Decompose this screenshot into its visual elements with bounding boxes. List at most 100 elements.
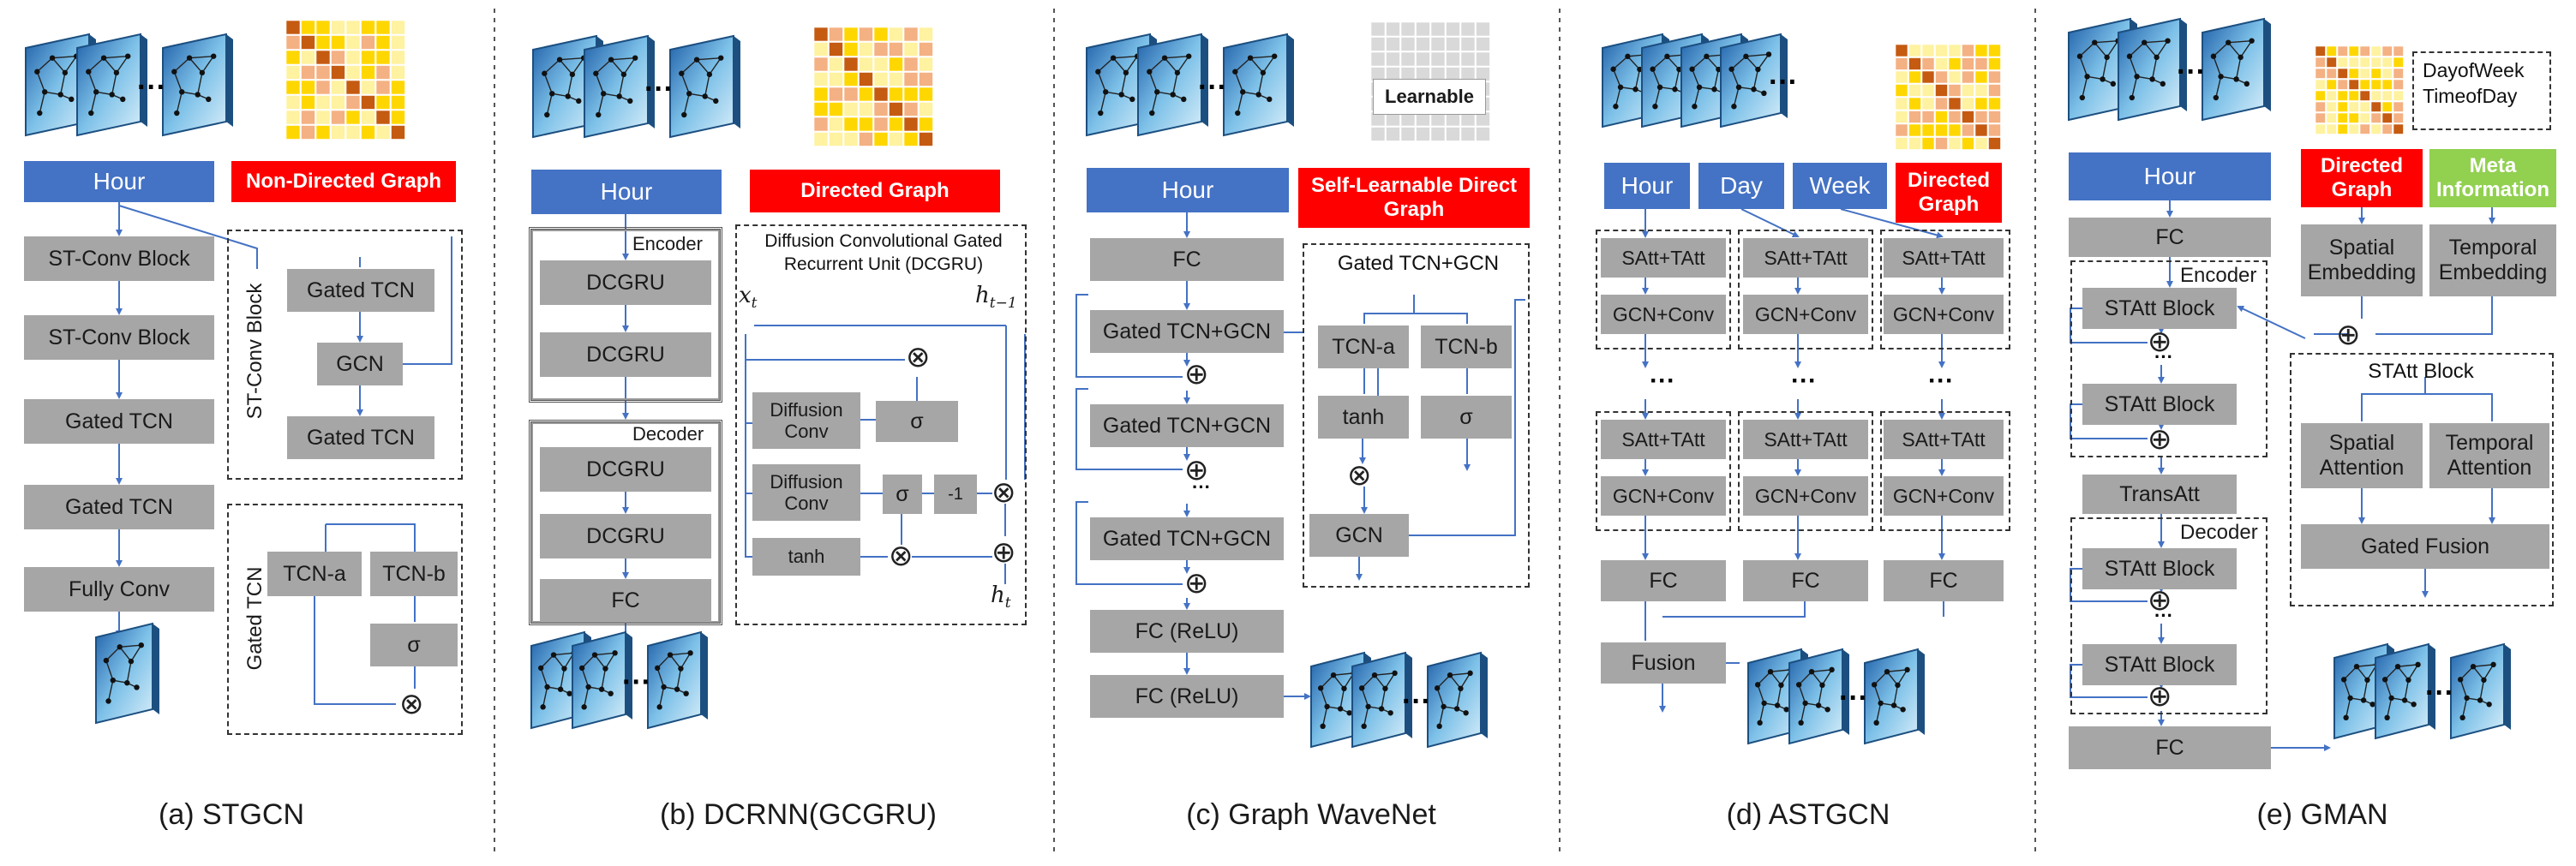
astgcn-fc-day: FC: [1743, 560, 1868, 601]
ellipsis-30: ···: [137, 71, 166, 104]
astgcn-hour-bottom-satt: SAtt+TAtt: [1601, 420, 1726, 459]
graph-panel-1268-1: [1137, 33, 1208, 137]
gman-day-of-week: DayofWeek: [2423, 59, 2525, 81]
astgcn-caption: (d) ASTGCN: [1726, 798, 1890, 831]
dcgru-multiply-icon-1: ⊗: [906, 340, 931, 374]
wavenet-detail-title: Gated TCN+GCN: [1337, 252, 1500, 275]
stgcn-block-1: ST-Conv Block: [24, 236, 214, 281]
graph-panel-622-2: [669, 34, 740, 139]
gman-temporal-attention: Temporal Attention: [2429, 423, 2549, 488]
graph-panel-622-1: [584, 34, 655, 139]
gman-meta-label: Meta Information: [2429, 149, 2556, 207]
ellipsis-2724: ···: [2425, 677, 2454, 709]
stgcn-caption: (a) STGCN: [159, 798, 304, 831]
dcrnn-encoder-frame: [529, 227, 722, 403]
astgcn-week-branch-bottom: [1880, 411, 2010, 531]
dcgru-sigma-1: σ: [876, 401, 958, 442]
gman-decoder-ellipsis: ···: [2154, 605, 2173, 626]
graph-panel-2724-2: [2450, 642, 2511, 740]
dcrnn-hour-input: Hour: [531, 170, 722, 214]
astgcn-day-branch-top: [1738, 230, 1873, 349]
gman-adjacency-matrix: [2315, 45, 2404, 134]
gman-encoder-add-icon-1: ⊕: [2148, 325, 2172, 359]
gman-decoder-statt-2: STAtt Block: [2082, 644, 2237, 685]
gated-tcn-detail-label: Gated TCN: [243, 566, 267, 671]
wavenet-sigma: σ: [1421, 396, 1512, 439]
st-inner-gated-tcn-1: Gated TCN: [287, 269, 434, 312]
graph-panel-30-2: [162, 33, 233, 137]
astgcn-day-bottom-satt: SAtt+TAtt: [1743, 420, 1868, 459]
stgcn-adjacency-matrix: [285, 20, 405, 140]
wavenet-fc-relu-1: FC (ReLU): [1090, 610, 1284, 653]
astgcn-week-branch-top: [1880, 230, 2010, 349]
gman-transatt: TransAtt: [2082, 475, 2237, 514]
gated-tcn-detail-frame: [227, 504, 463, 735]
gman-decoder-add-icon-1: ⊕: [2148, 583, 2172, 618]
gman-decoder-statt-1: STAtt Block: [2082, 548, 2237, 589]
wavenet-fc: FC: [1090, 238, 1284, 281]
graph-panel-2414-2: [2202, 17, 2271, 122]
gman-statt-detail-frame: [2290, 353, 2554, 606]
dcgru-cell-frame: [735, 224, 1027, 625]
astgcn-day-bottom-gcn: GCN+Conv: [1743, 476, 1868, 516]
gman-spatial-embedding: Spatial Embedding: [2301, 224, 2423, 296]
astgcn-graph-label: Directed Graph: [1896, 163, 2002, 223]
dcgru-hidden-prev: ht−1: [975, 283, 1017, 313]
ellipsis-622: ···: [644, 73, 674, 105]
wavenet-layer-1: Gated TCN+GCN: [1090, 310, 1284, 353]
stgcn-block-4: Gated TCN: [24, 485, 214, 529]
dcrnn-encoder-label: Encoder: [632, 233, 703, 254]
dcrnn-decoder-frame: [529, 420, 722, 625]
graph-panel-1870-3: [1720, 33, 1788, 128]
ellipsis-1870: ···: [1769, 66, 1798, 99]
graph-panel-2040-2: [1864, 648, 1925, 745]
astgcn-ellipsis-2: ···: [1791, 367, 1817, 395]
dcrnn-graph-label: Directed Graph: [750, 170, 1000, 212]
astgcn-week-input: Week: [1793, 163, 1887, 209]
wavenet-hour-input: Hour: [1087, 168, 1289, 212]
astgcn-fc-hour: FC: [1601, 560, 1726, 601]
graph-panel-620-2: [647, 630, 708, 730]
dcrnn-encoder-dcgru-2: DCGRU: [540, 332, 711, 377]
dcgru-tanh: tanh: [752, 538, 860, 576]
graph-panel-2040-1: [1788, 648, 1849, 745]
astgcn-hour-top-gcn: GCN+Conv: [1601, 295, 1726, 334]
graph-panel-2414-1: [2118, 17, 2187, 122]
wavenet-graph-label: Self-Learnable Direct Graph: [1298, 168, 1530, 228]
graph-panel-out-a: [95, 622, 159, 725]
stgcn-tcn-b: TCN-b: [370, 552, 458, 596]
stgcn-block-2: ST-Conv Block: [24, 315, 214, 360]
gman-embedding-add-icon: ⊕: [2336, 318, 2361, 352]
stgcn-hour-input: Hour: [24, 161, 214, 202]
wavenet-detail-frame: [1303, 243, 1530, 588]
ellipsis-1268: ···: [1198, 71, 1227, 104]
dcrnn-adjacency-matrix: [813, 27, 933, 146]
wavenet-caption: (c) Graph WaveNet: [1186, 798, 1436, 831]
gman-time-of-day: TimeofDay: [2423, 84, 2518, 107]
dcrnn-decoder-label: Decoder: [632, 423, 704, 445]
st-conv-detail-frame: [227, 230, 463, 480]
gman-encoder-frame: [2070, 260, 2267, 457]
wavenet-layer-3: Gated TCN+GCN: [1090, 517, 1284, 560]
wavenet-gcn: GCN: [1309, 514, 1409, 557]
gman-decoder-label: Decoder: [2180, 521, 2258, 544]
gman-gated-fusion: Gated Fusion: [2301, 524, 2549, 569]
st-inner-gated-tcn-2: Gated TCN: [287, 416, 434, 459]
wavenet-add-icon-3: ⊕: [1184, 566, 1209, 600]
dcgru-sigma-2: σ: [883, 475, 922, 514]
astgcn-fc-week: FC: [1884, 560, 2004, 601]
ellipsis-2040: ···: [1839, 682, 1868, 714]
wavenet-ellipsis: ···: [1192, 476, 1211, 498]
graph-panel-2724-1: [2375, 642, 2435, 740]
ellipsis-620: ···: [622, 666, 651, 698]
astgcn-day-branch-bottom: [1738, 411, 1873, 531]
ellipsis-1530: ···: [1402, 685, 1431, 718]
graph-panel-30-1: [76, 33, 147, 137]
wavenet-fc-relu-2: FC (ReLU): [1090, 675, 1284, 718]
graph-panel-1268-2: [1223, 33, 1294, 137]
graph-panel-1530-1: [1351, 651, 1412, 749]
dcgru-cell-title: Diffusion Convolutional Gated Recurrent …: [764, 231, 1003, 275]
dcgru-diffusion-conv-1: Diffusion Conv: [752, 392, 860, 449]
dcgru-multiply-icon-2: ⊗: [991, 475, 1016, 510]
astgcn-day-input: Day: [1698, 163, 1784, 209]
